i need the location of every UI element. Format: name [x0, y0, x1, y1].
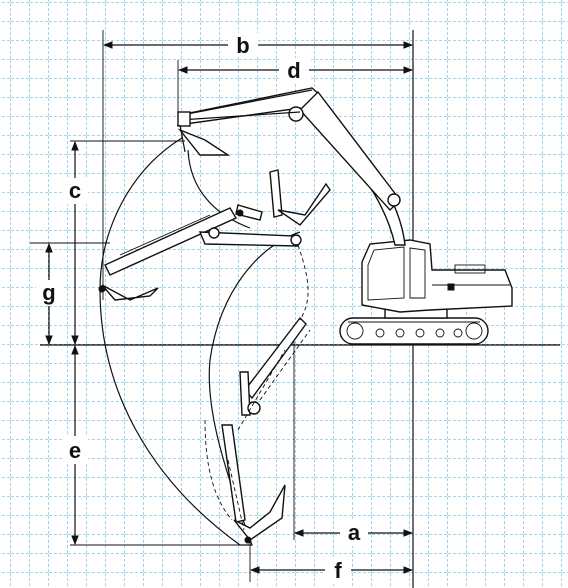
arm-max-depth-position: [221, 316, 311, 544]
dimension-e-label: e: [69, 438, 81, 463]
boom-dashed-arc: [297, 244, 309, 321]
dimension-d-label: d: [287, 58, 300, 83]
dimension-c-label: c: [69, 178, 81, 203]
excavator-upper-structure: [361, 239, 513, 319]
excavator-undercarriage: [339, 317, 489, 345]
linkage-dashed-arc: [204, 419, 233, 521]
inner-range-curve: [187, 149, 251, 229]
bucket-raised: [177, 124, 231, 156]
dimension-f-label: f: [334, 558, 342, 583]
dimension-g-label: g: [42, 280, 55, 305]
excavator-boom: [177, 87, 406, 246]
working-range-envelope: [99, 137, 301, 546]
dimension-a-label: a: [348, 520, 361, 545]
dimension-b-label: b: [236, 33, 249, 58]
arm-max-reach-position: [98, 169, 331, 301]
